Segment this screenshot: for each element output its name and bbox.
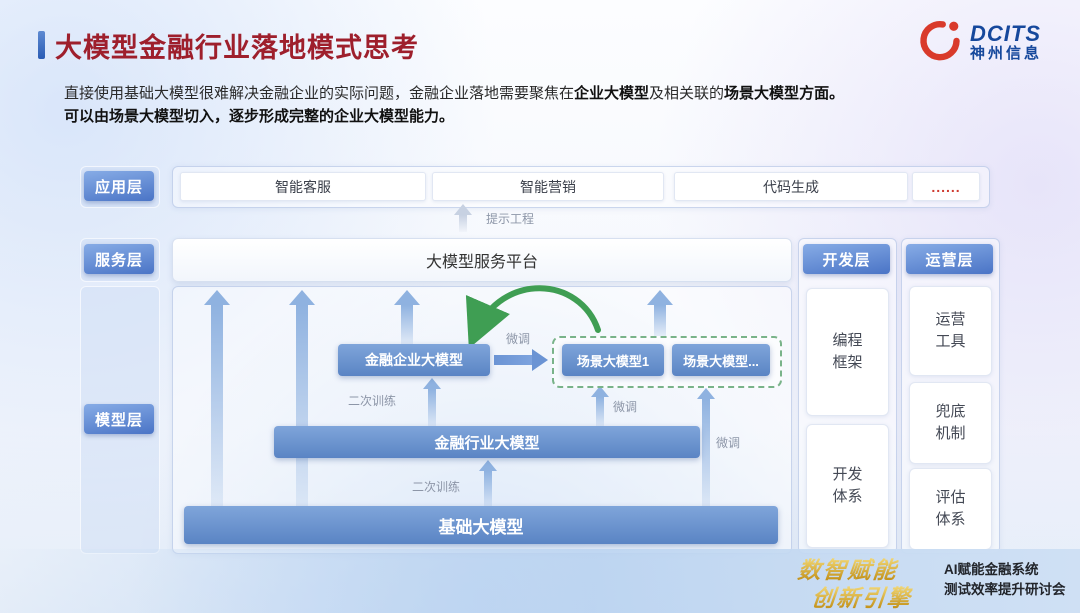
- feedback-arc-icon: [430, 268, 650, 352]
- ops-item-label: 评估体系: [935, 488, 966, 529]
- intro-text: 直接使用基础大模型很难解决金融企业的实际问题，金融企业落地需要聚焦在: [64, 85, 575, 102]
- finetune-arrow-up-icon: [693, 388, 719, 506]
- intro-text: 及相关联的: [649, 85, 725, 102]
- industry-model-bar: 金融行业大模型: [274, 426, 700, 458]
- intro-bold-enterprise: 企业大模型: [574, 85, 650, 102]
- dev-item-framework: 编程框架: [806, 288, 889, 416]
- intro-line-2: 可以由场景大模型切入，逐步形成完整的企业大模型能力。: [64, 108, 455, 125]
- dev-layer-badge: 开发层: [803, 244, 890, 274]
- dev-item-system: 开发体系: [806, 424, 889, 548]
- dev-item-label: 开发体系: [832, 465, 863, 506]
- ops-layer-badge: 运营层: [906, 244, 993, 274]
- company-logo: DCITS 神州信息: [918, 18, 1042, 67]
- footer-band: [0, 549, 1080, 613]
- logo-company-name: 神州信息: [970, 45, 1043, 63]
- page-title: 大模型金融行业落地模式思考: [55, 33, 419, 63]
- ops-item-label: 兜底机制: [935, 402, 966, 443]
- service-layer-badge: 服务层: [84, 244, 154, 274]
- enterprise-to-scene-arrow-icon: [494, 349, 548, 371]
- flow-arrow-up-icon: [204, 290, 230, 506]
- enterprise-model-box: 金融企业大模型: [338, 344, 490, 376]
- dev-item-label: 编程框架: [832, 331, 863, 372]
- base-model-bar: 基础大模型: [184, 506, 778, 544]
- scene-model-1-box: 场景大模型1: [562, 344, 664, 376]
- app-item-more: ......: [912, 172, 980, 201]
- service-platform-box: 大模型服务平台: [172, 238, 792, 282]
- retrain-arrow-up-icon: [419, 378, 445, 426]
- retrain-arrow-up-icon: [475, 460, 501, 506]
- logo-brand: DCITS: [970, 21, 1041, 47]
- ops-item-evaluation: 评估体系: [909, 468, 992, 550]
- finetune-arrow-up-icon: [587, 386, 613, 426]
- ops-item-label: 运营工具: [935, 310, 966, 351]
- model-layer-badge: 模型层: [84, 404, 154, 434]
- logo-swoosh-icon: [918, 18, 962, 67]
- finetune-label: 微调: [716, 436, 741, 450]
- intro-line-1: 直接使用基础大模型很难解决金融企业的实际问题，金融企业落地需要聚焦在企业大模型及…: [64, 82, 844, 105]
- footer-event-line2: 测试效率提升研讨会: [944, 582, 1066, 597]
- finetune-label: 微调: [613, 400, 638, 414]
- flow-arrow-up-icon: [647, 290, 673, 336]
- footer-slogan-line2: 创新引擎: [810, 579, 914, 613]
- retrain-label: 二次训练: [412, 480, 461, 494]
- app-item-codegen: 代码生成: [674, 172, 908, 201]
- ops-item-tools: 运营工具: [909, 286, 992, 376]
- ops-item-fallback: 兜底机制: [909, 382, 992, 464]
- logo-text: DCITS 神州信息: [970, 21, 1043, 63]
- retrain-label: 二次训练: [348, 394, 397, 408]
- app-layer-badge: 应用层: [84, 171, 154, 201]
- app-item-customer-service: 智能客服: [180, 172, 426, 201]
- flow-arrow-up-icon: [394, 290, 420, 344]
- app-item-marketing: 智能营销: [432, 172, 664, 201]
- flow-arrow-up-icon: [289, 290, 315, 506]
- finetune-label: 微调: [506, 332, 531, 346]
- intro-text-end: 方面。: [799, 85, 845, 102]
- prompt-arrow-up-icon: [450, 204, 476, 232]
- title-accent-bar: [38, 31, 45, 59]
- scene-model-more-box: 场景大模型...: [672, 344, 770, 376]
- prompt-engineering-label: 提示工程: [486, 212, 535, 226]
- footer-event-line1: AI赋能金融系统: [944, 562, 1039, 577]
- intro-bold-scene: 场景大模型: [724, 85, 800, 102]
